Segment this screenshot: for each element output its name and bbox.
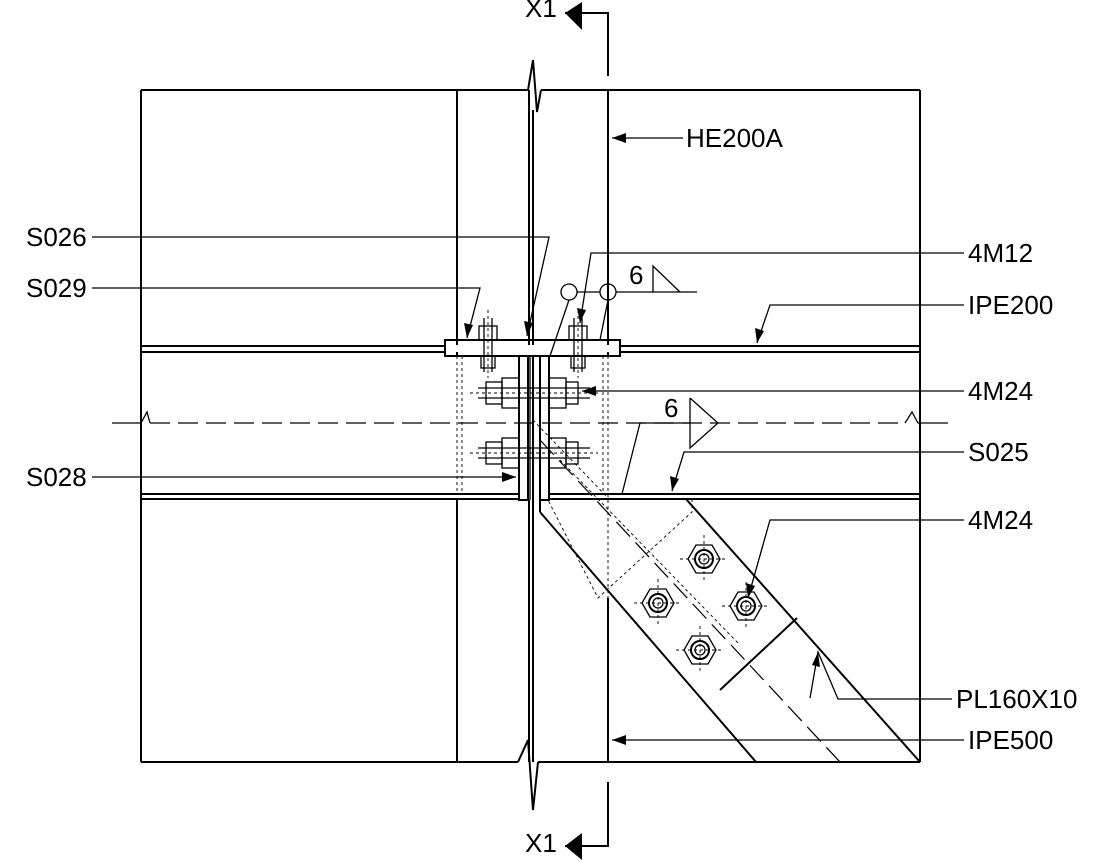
section-mark-top: X1 bbox=[525, 0, 609, 76]
label-4m24-lower-text: 4M24 bbox=[968, 505, 1033, 535]
weld-size-middle: 6 bbox=[664, 393, 678, 423]
label-s026: S026 bbox=[26, 222, 550, 337]
brace-bolt-1 bbox=[680, 535, 728, 583]
label-s029: S029 bbox=[26, 273, 481, 339]
label-4m12: 4M12 bbox=[577, 238, 1033, 324]
diagonal-brace bbox=[539, 439, 921, 763]
section-mark-bottom-label: X1 bbox=[525, 828, 557, 858]
label-he200a: HE200A bbox=[612, 123, 783, 153]
beam-ipe200 bbox=[141, 339, 920, 357]
brace-bolt-2 bbox=[634, 579, 682, 627]
beam-ipe500 bbox=[141, 355, 920, 501]
section-mark-bottom: X1 bbox=[525, 782, 609, 860]
bolt-m24-upper bbox=[470, 377, 598, 409]
label-4m24-upper-text: 4M24 bbox=[968, 376, 1033, 406]
label-s026-text: S026 bbox=[26, 222, 87, 252]
label-4m24-lower: 4M24 bbox=[746, 505, 1033, 599]
label-4m12-text: 4M12 bbox=[968, 238, 1033, 268]
bolt-m12-left bbox=[478, 310, 498, 378]
label-ipe500-text: IPE500 bbox=[968, 725, 1053, 755]
label-ipe200-text: IPE200 bbox=[968, 290, 1053, 320]
label-4m24-upper: 4M24 bbox=[582, 376, 1033, 406]
label-s025-text: S025 bbox=[968, 437, 1029, 467]
weld-symbol-top: 6 bbox=[549, 260, 697, 357]
label-he200a-text: HE200A bbox=[686, 123, 783, 153]
label-s028: S028 bbox=[26, 462, 516, 492]
label-pl160x10-text: PL160X10 bbox=[956, 684, 1077, 714]
label-pl160x10: PL160X10 bbox=[809, 649, 1077, 714]
brace-bolt-3 bbox=[722, 582, 770, 630]
bolt-m24-mid bbox=[470, 437, 598, 469]
outline-frame bbox=[140, 89, 921, 763]
bolt-m12-right bbox=[568, 310, 588, 378]
section-mark-top-label: X1 bbox=[525, 0, 557, 23]
label-s028-text: S028 bbox=[26, 462, 87, 492]
weld-size-top: 6 bbox=[629, 260, 643, 290]
label-ipe200: IPE200 bbox=[755, 290, 1053, 344]
label-s029-text: S029 bbox=[26, 273, 87, 303]
hidden-lines bbox=[456, 356, 611, 598]
label-ipe500: IPE500 bbox=[612, 725, 1053, 755]
label-s025: S025 bbox=[670, 437, 1029, 492]
beam-centerline bbox=[112, 355, 948, 500]
weld-symbol-middle: 6 bbox=[621, 393, 719, 495]
brace-bolt-4 bbox=[676, 626, 724, 674]
